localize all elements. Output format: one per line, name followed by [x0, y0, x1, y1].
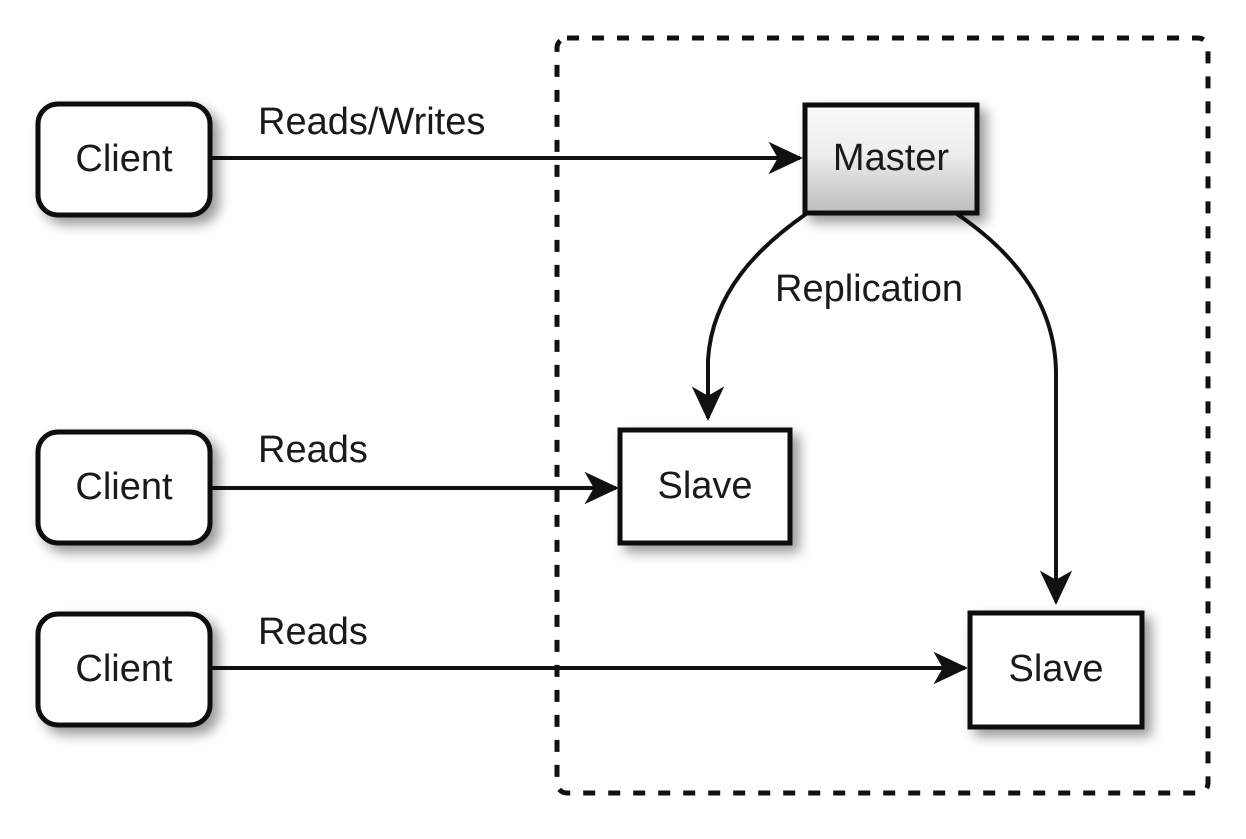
database-cluster-boundary: [554, 35, 1211, 796]
edge-label-reads-2: Reads: [258, 611, 368, 653]
edge-label-replication: Replication: [775, 268, 963, 310]
node-client-3[interactable]: Client: [35, 611, 213, 728]
node-client-1[interactable]: Client: [35, 101, 213, 218]
client-3-label: Client: [75, 648, 173, 690]
slave-2-label: Slave: [1008, 648, 1103, 690]
client-1-box[interactable]: [35, 101, 213, 218]
slave-1-box[interactable]: [617, 427, 793, 546]
node-master[interactable]: Master: [802, 102, 980, 216]
edge-label-reads-1: Reads: [258, 429, 368, 471]
node-client-2[interactable]: Client: [35, 429, 213, 546]
node-slave-1[interactable]: Slave: [617, 427, 793, 546]
node-slave-2[interactable]: Slave: [967, 610, 1145, 730]
edge-label-reads-writes: Reads/Writes: [258, 101, 485, 143]
edge-master-slave1: [691, 212, 808, 421]
slave-1-label: Slave: [657, 465, 752, 507]
client-2-label: Client: [75, 466, 173, 508]
client-3-box[interactable]: [35, 611, 213, 728]
master-label: Master: [833, 137, 949, 179]
master-box[interactable]: [802, 102, 980, 216]
slave-2-box[interactable]: [967, 610, 1145, 730]
edge-master-slave2: [955, 212, 1073, 605]
client-2-box[interactable]: [35, 429, 213, 546]
client-1-label: Client: [75, 138, 173, 180]
